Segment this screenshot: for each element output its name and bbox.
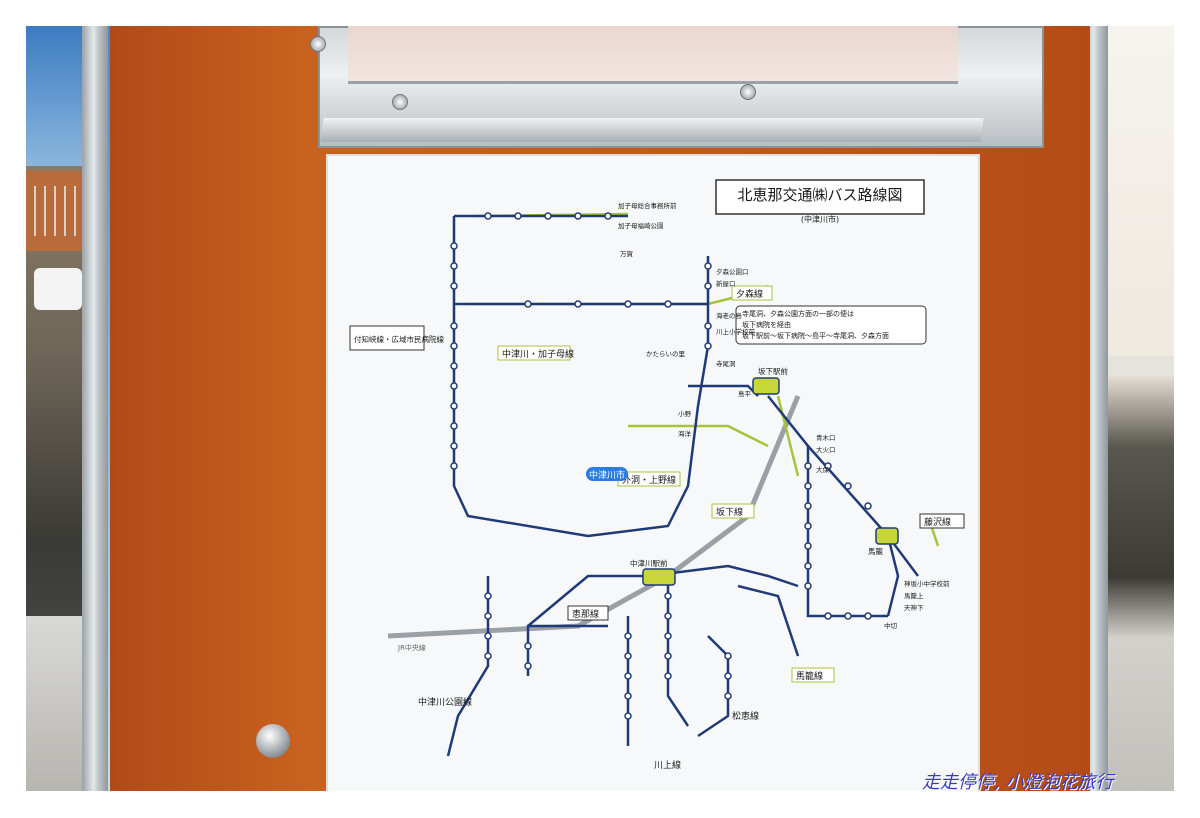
stop-yuumori-park: 夕森公園口	[716, 267, 749, 276]
stop-kawaue-school: 川上小学校前	[716, 327, 756, 336]
station-magome: 馬籠	[868, 546, 883, 556]
frame-lip	[320, 118, 984, 142]
sky	[26, 26, 86, 166]
stop-kaki: 海老の島	[716, 311, 743, 320]
station-sakashita: 坂下駅前	[758, 366, 788, 376]
stop-magome-ue: 馬籠上	[904, 591, 924, 600]
station-nakatsugawa: 中津川駅前	[630, 558, 668, 568]
route-label-nakatsugawa-koen: 中津川公園線	[418, 696, 472, 708]
stop-tera: 寺尾洞	[716, 359, 736, 368]
stop-kashimo-end: 加子母総合事務所前	[618, 201, 677, 210]
screw-icon	[740, 84, 756, 100]
left-pole	[82, 26, 108, 791]
route-map: 北恵那交通㈱バス路線図 (中津川市) 寺尾洞、夕森公園方面の一部の便は 坂下病院…	[349, 179, 965, 771]
parked-car	[34, 268, 82, 310]
stop-labels: 加子母総合事務所前 加子母福崎公園 万賀 夕森公園口 新屋口 海老の島 川上小学…	[618, 201, 950, 630]
stop-shimohira: 島平	[738, 389, 752, 398]
stop-uchi: 大火口	[816, 445, 836, 454]
screw-icon	[392, 94, 408, 110]
stop-kaiyo: 海洋	[678, 429, 692, 438]
stop-nakasen: 中切	[884, 621, 898, 630]
city-bubble	[586, 467, 628, 481]
route-label-kawaue: 川上線	[654, 759, 681, 771]
stop-karatai: かたらいの里	[646, 350, 686, 358]
stop-manga: 万賀	[620, 249, 634, 258]
balcony-railing	[26, 186, 84, 236]
title-box	[715, 179, 925, 215]
route-label-matsue: 松恵線	[732, 710, 759, 722]
route-label-yuumori: 夕森線	[736, 288, 763, 300]
stop-niisato: 新屋口	[716, 279, 736, 288]
route-label-sakashita: 坂下線	[716, 506, 743, 518]
route-label-tsuchi: 付知峡線・広域市民病院線	[354, 334, 444, 344]
stop-dots	[450, 212, 872, 720]
notice-box	[735, 305, 927, 345]
map-subtitle: (中津川市)	[801, 214, 839, 224]
map-title: 北恵那交通㈱バス路線図	[737, 186, 902, 204]
stop-koya: 小野	[678, 409, 692, 418]
timetable-glass	[348, 26, 958, 84]
jr-label: JR中央線	[397, 643, 426, 652]
concrete-curb	[26, 616, 86, 791]
knob-icon	[256, 724, 290, 758]
stop-ena-jinja: 神坂小中学校前	[904, 579, 950, 588]
route-label-magome: 馬籠線	[796, 670, 823, 682]
right-wall	[1104, 356, 1174, 376]
watermark: 走走停停, 小燈泡花旅行	[922, 772, 1114, 793]
magome-station-marker	[875, 527, 899, 545]
stop-tenjin: 天神下	[904, 603, 924, 612]
notice-line1: 寺尾洞、夕森公園方面の一部の便は	[742, 309, 854, 318]
route-label-kashimo: 中津川・加子母線	[502, 348, 574, 360]
route-map-panel: 北恵那交通㈱バス路線図 (中津川市) 寺尾洞、夕森公園方面の一部の便は 坂下病院…	[328, 156, 978, 791]
stop-daiho: 大保	[816, 465, 830, 474]
stop-aoki: 青木口	[816, 433, 836, 442]
nakatsugawa-station-marker	[642, 568, 676, 586]
bus-sign-board: 北恵那交通㈱バス路線図 (中津川市) 寺尾洞、夕森公園方面の一部の便は 坂下病院…	[110, 26, 1090, 791]
route-label-hora-ueno: 外洞・上野線	[622, 474, 676, 486]
stop-kashimo-park: 加子母福崎公園	[618, 221, 664, 230]
notice-line2: 坂下病院を経由	[742, 320, 791, 329]
city-label: 中津川市	[589, 469, 625, 481]
notice-line3: 坂下駅前～坂下病院～島平～寺尾洞、夕森方面	[742, 331, 889, 340]
screw-icon	[310, 36, 326, 52]
bus-stop-photo: 北恵那交通㈱バス路線図 (中津川市) 寺尾洞、夕森公園方面の一部の便は 坂下病院…	[26, 26, 1174, 791]
route-label-fujisawa: 藤沢線	[924, 516, 951, 528]
right-background	[1104, 26, 1174, 791]
route-label-ena: 恵那線	[572, 608, 599, 620]
route-labels: 中津川・加子母線 夕森線 外洞・上野線 坂下線 藤沢線 恵那線 馬籠線 松恵線 …	[349, 285, 965, 771]
sakashita-station-marker	[752, 377, 780, 395]
